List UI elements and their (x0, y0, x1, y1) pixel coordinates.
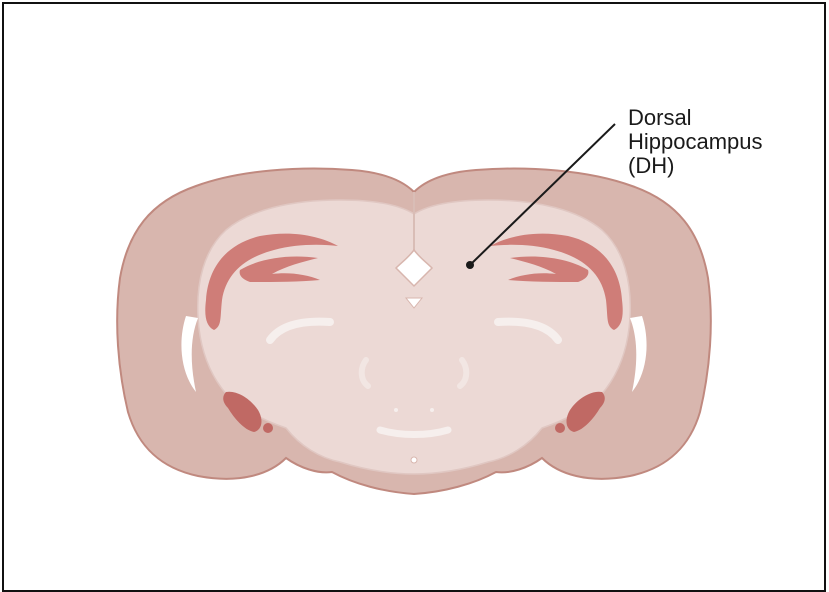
right-ventral-dot (555, 423, 565, 433)
label-line-3: (DH) (628, 154, 763, 178)
left-ventral-dot (263, 423, 273, 433)
center-dot-left (394, 408, 398, 412)
hypothalamus-dot (411, 457, 417, 463)
callout-dot (466, 261, 474, 269)
label-line-2: Hippocampus (628, 130, 763, 154)
center-dot-right (430, 408, 434, 412)
label-line-1: Dorsal (628, 106, 763, 130)
dorsal-hippocampus-label: Dorsal Hippocampus (DH) (628, 106, 763, 178)
